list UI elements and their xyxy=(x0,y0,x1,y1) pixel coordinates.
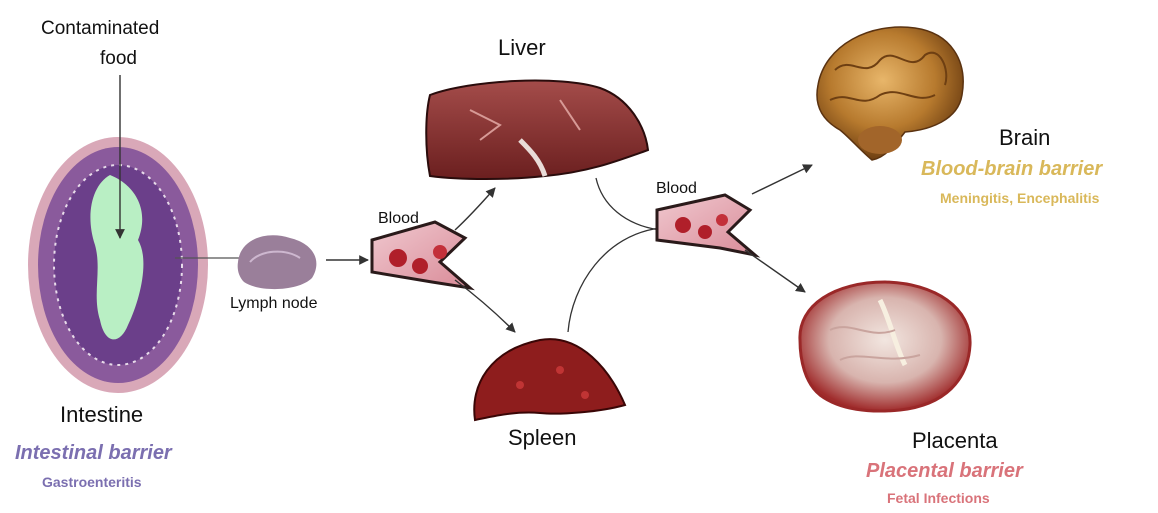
intestine-image xyxy=(28,137,208,393)
contaminated-label: Contaminated xyxy=(41,18,159,40)
placenta-barrier-label: Placental barrier xyxy=(866,460,1023,483)
blood-brain-arrow xyxy=(752,165,812,194)
lymph-node-image xyxy=(238,235,317,289)
blood-vessel-right-image xyxy=(657,195,755,255)
brain-image xyxy=(817,27,963,160)
blood-right-label: Blood xyxy=(656,180,697,198)
brain-disease-label: Meningitis, Encephalitis xyxy=(940,190,1099,206)
blood-left-label: Blood xyxy=(378,210,419,228)
blood-vessel-left-image xyxy=(372,222,470,288)
blood-liver-arrow xyxy=(455,188,495,230)
intestine-title: Intestine xyxy=(60,402,143,428)
spleen-image xyxy=(474,339,625,420)
food-label: food xyxy=(100,48,137,70)
spleen-label: Spleen xyxy=(508,425,577,451)
placenta-image xyxy=(800,282,970,411)
spleen-blood-curve xyxy=(568,228,660,332)
brain-title: Brain xyxy=(999,125,1050,151)
intestine-disease-label: Gastroenteritis xyxy=(42,474,142,490)
liver-image xyxy=(426,81,648,179)
brain-barrier-label: Blood-brain barrier xyxy=(921,158,1102,181)
liver-blood-curve xyxy=(596,178,660,230)
lymph-node-label: Lymph node xyxy=(230,295,317,313)
placenta-disease-label: Fetal Infections xyxy=(887,490,990,506)
liver-label: Liver xyxy=(498,35,546,61)
intestine-barrier-label: Intestinal barrier xyxy=(15,442,172,465)
blood-placenta-arrow xyxy=(745,250,805,292)
placenta-title: Placenta xyxy=(912,428,998,454)
